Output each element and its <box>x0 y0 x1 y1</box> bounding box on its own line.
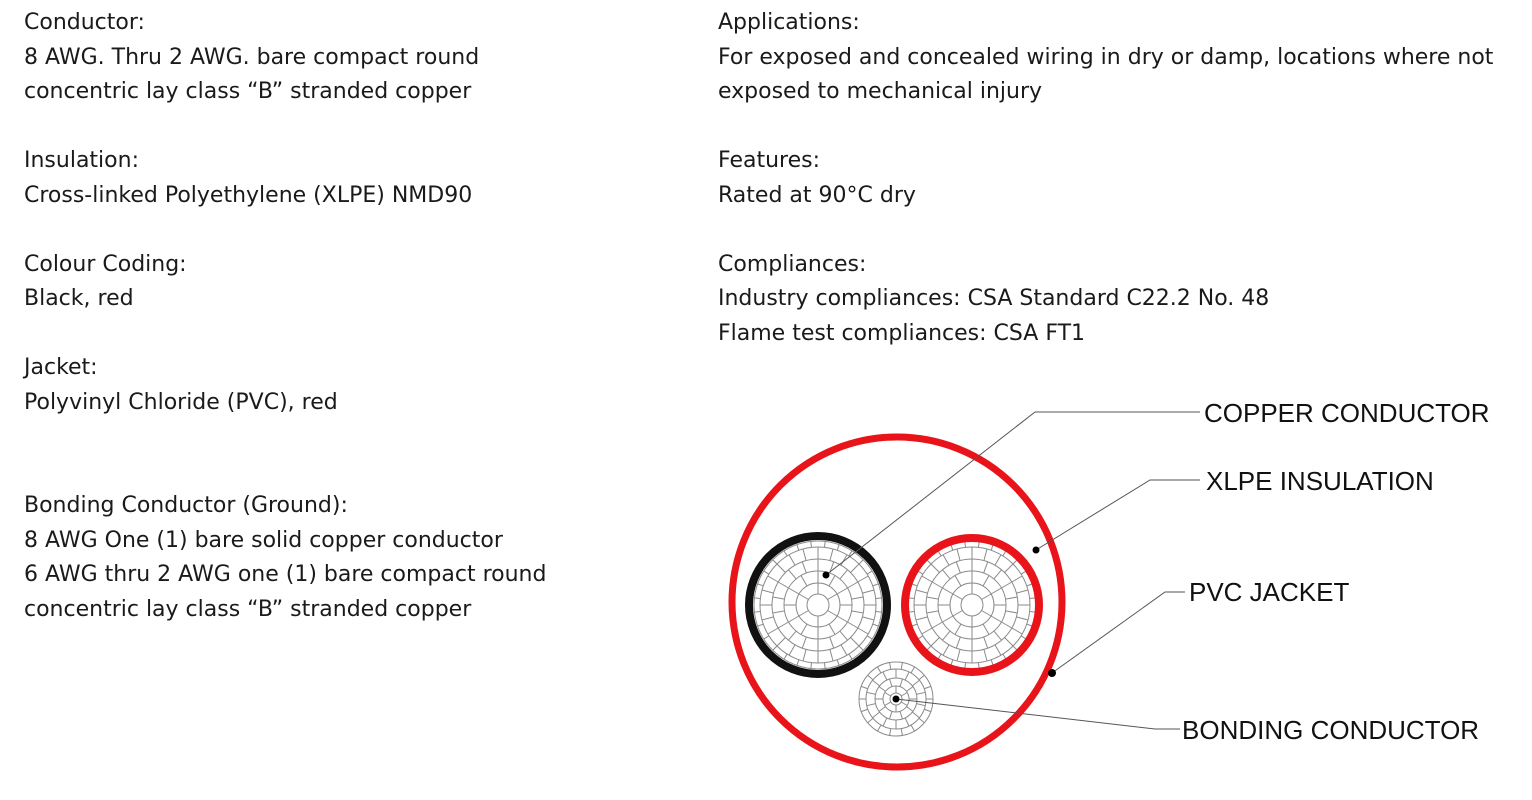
bonding-line-1: 8 AWG One (1) bare solid copper conducto… <box>24 527 503 553</box>
bonding-conductor-label: BONDING CONDUCTOR <box>1182 715 1479 745</box>
conductor-section: Conductor: 8 AWG. Thru 2 AWG. bare compa… <box>24 6 664 110</box>
bonding-conductor-dot <box>892 695 900 703</box>
colour-coding-section: Colour Coding: Black, red <box>24 248 664 317</box>
bonding-conductor-leader <box>895 698 1180 730</box>
callout-dots <box>822 546 1056 703</box>
cable-cross-section-diagram: COPPER CONDUCTOR XLPE INSULATION PVC JAC… <box>700 380 1532 790</box>
pvc-jacket-dot <box>1048 669 1056 677</box>
jacket-line-1: Polyvinyl Chloride (PVC), red <box>24 389 338 415</box>
pvc-jacket-label: PVC JACKET <box>1189 577 1349 607</box>
black-phase-conductor-strands <box>753 540 883 670</box>
applications-line-2: exposed to mechanical injury <box>718 79 1043 104</box>
insulation-heading: Insulation: <box>24 148 139 173</box>
bonding-conductor-strands <box>858 661 934 737</box>
copper-conductor-label: COPPER CONDUCTOR <box>1204 398 1490 428</box>
conductor-line-2: concentric lay class “B” stranded copper <box>24 79 472 104</box>
copper-conductor-dot <box>822 571 830 579</box>
bonding-line-2: 6 AWG thru 2 AWG one (1) bare compact ro… <box>24 562 547 587</box>
conductor-strands <box>753 540 1037 737</box>
features-section: Features: Rated at 90°C dry <box>718 144 1528 213</box>
bonding-line-3: concentric lay class “B” stranded copper <box>24 596 472 622</box>
applications-heading: Applications: <box>718 10 860 35</box>
bonding-conductor-section: Bonding Conductor (Ground): 8 AWG One (1… <box>24 489 664 627</box>
features-line-1: Rated at 90°C dry <box>718 182 916 208</box>
copper-conductor-leader <box>825 411 1200 576</box>
xlpe-insulation-dot <box>1032 546 1040 554</box>
colour-coding-heading: Colour Coding: <box>24 251 187 277</box>
red-insulation-ring <box>901 534 1043 676</box>
features-heading: Features: <box>718 148 821 173</box>
insulation-line-1: Cross-linked Polyethylene (XLPE) NMD90 <box>24 182 473 208</box>
cable-diagram-svg: COPPER CONDUCTOR XLPE INSULATION PVC JAC… <box>728 398 1490 771</box>
bonding-heading: Bonding Conductor (Ground): <box>24 493 348 518</box>
callout-leaders <box>825 411 1200 730</box>
colour-coding-line-1: Black, red <box>24 286 134 311</box>
compliances-line-2: Flame test compliances: CSA FT1 <box>718 320 1086 346</box>
right-column: Applications: For exposed and concealed … <box>718 6 1528 386</box>
conductor-line-1: 8 AWG. Thru 2 AWG. bare compact round <box>24 44 480 70</box>
xlpe-insulation-label: XLPE INSULATION <box>1206 466 1434 496</box>
applications-line-1: For exposed and concealed wiring in dry … <box>718 44 1494 70</box>
compliances-heading: Compliances: <box>718 251 867 277</box>
insulation-section: Insulation: Cross-linked Polyethylene (X… <box>24 144 664 213</box>
red-phase-conductor-strands <box>907 540 1037 670</box>
jacket-heading: Jacket: <box>24 355 98 380</box>
pvc-jacket-leader <box>1051 591 1185 674</box>
black-insulation-ring <box>745 532 891 678</box>
applications-section: Applications: For exposed and concealed … <box>718 6 1528 110</box>
conductor-heading: Conductor: <box>24 10 145 35</box>
left-column: Conductor: 8 AWG. Thru 2 AWG. bare compa… <box>24 6 664 662</box>
compliances-section: Compliances: Industry compliances: CSA S… <box>718 248 1528 352</box>
jacket-section: Jacket: Polyvinyl Chloride (PVC), red <box>24 351 664 420</box>
pvc-jacket-ring <box>728 433 1066 771</box>
compliances-line-1: Industry compliances: CSA Standard C22.2… <box>718 286 1270 311</box>
xlpe-insulation-leader <box>1035 479 1200 551</box>
